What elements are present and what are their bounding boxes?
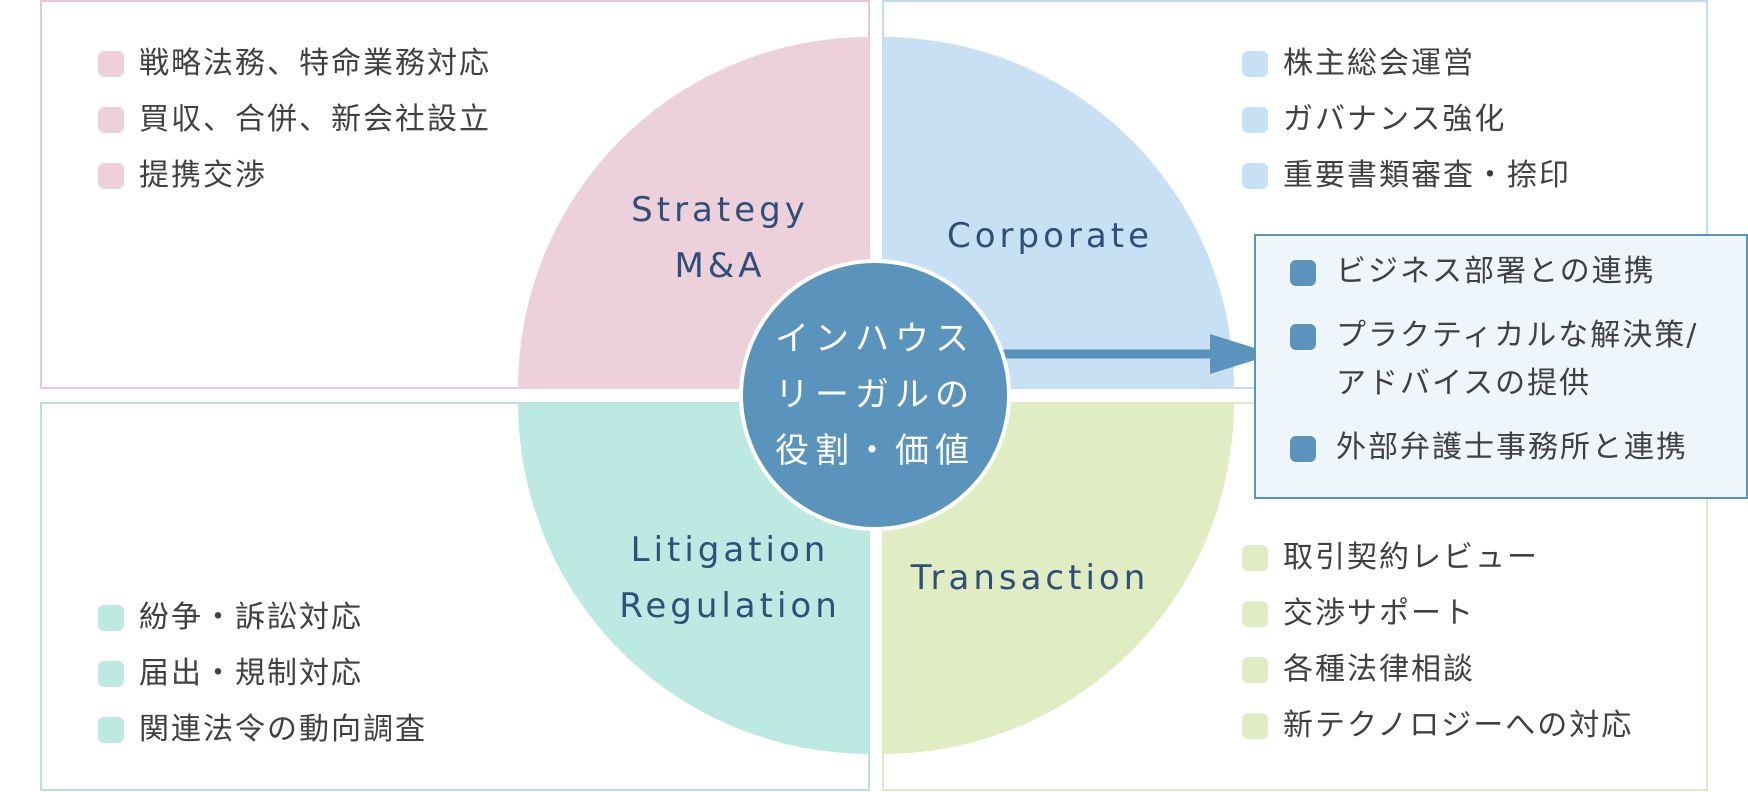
bullet-icon (1242, 713, 1268, 739)
list-item: 提携交渉 (98, 148, 491, 204)
bullet-icon (1242, 163, 1268, 189)
callout-item: ビジネス部署との連携 (1290, 248, 1698, 296)
bullet-icon (1242, 51, 1268, 77)
list-item: 関連法令の動向調査 (98, 702, 427, 758)
bullet-icon (98, 661, 124, 687)
bullet-icon (1290, 436, 1316, 462)
bullet-icon (1242, 545, 1268, 571)
list-item: 戦略法務、特命業務対応 (98, 36, 491, 92)
bullet-icon (1242, 601, 1268, 627)
list-item: 各種法律相談 (1242, 642, 1633, 698)
litigation-list: 紛争・訴訟対応 届出・規制対応 関連法令の動向調査 (98, 590, 427, 758)
bullet-icon (1290, 260, 1316, 286)
strategy-label: Strategy M&A (631, 190, 809, 286)
strategy-list: 戦略法務、特命業務対応 買収、合併、新会社設立 提携交渉 (98, 36, 491, 204)
list-item: ガバナンス強化 (1242, 92, 1571, 148)
list-item: 重要書類審査・捺印 (1242, 148, 1571, 204)
bullet-icon (98, 605, 124, 631)
callout-item: 外部弁護士事務所と連携 (1290, 424, 1698, 472)
center-circle (739, 259, 1011, 531)
list-item: 取引契約レビュー (1242, 530, 1633, 586)
bullet-icon (1290, 324, 1316, 350)
list-item: 買収、合併、新会社設立 (98, 92, 491, 148)
bullet-icon (98, 107, 124, 133)
litigation-label: Litigation Regulation (619, 530, 841, 626)
list-item: 交渉サポート (1242, 586, 1633, 642)
bullet-icon (1242, 107, 1268, 133)
bullet-icon (98, 51, 124, 77)
callout-item: プラクティカルな解決策/ アドバイスの提供 (1290, 312, 1698, 408)
corporate-list: 株主総会運営 ガバナンス強化 重要書類審査・捺印 (1242, 36, 1571, 204)
list-item: 紛争・訴訟対応 (98, 590, 427, 646)
list-item: 株主総会運営 (1242, 36, 1571, 92)
list-item: 新テクノロジーへの対応 (1242, 698, 1633, 754)
bullet-icon (1242, 657, 1268, 683)
bullet-icon (98, 717, 124, 743)
bullet-icon (98, 163, 124, 189)
value-callout-box: ビジネス部署との連携 プラクティカルな解決策/ アドバイスの提供 外部弁護士事務… (1254, 234, 1748, 499)
transaction-label: Transaction (910, 558, 1150, 598)
corporate-label: Corporate (947, 216, 1153, 256)
transaction-list: 取引契約レビュー 交渉サポート 各種法律相談 新テクノロジーへの対応 (1242, 530, 1633, 754)
list-item: 届出・規制対応 (98, 646, 427, 702)
callout-list: ビジネス部署との連携 プラクティカルな解決策/ アドバイスの提供 外部弁護士事務… (1290, 248, 1698, 488)
center-title: インハウス リーガルの 役割・価値 (775, 319, 975, 471)
arrow-head (1210, 334, 1274, 374)
